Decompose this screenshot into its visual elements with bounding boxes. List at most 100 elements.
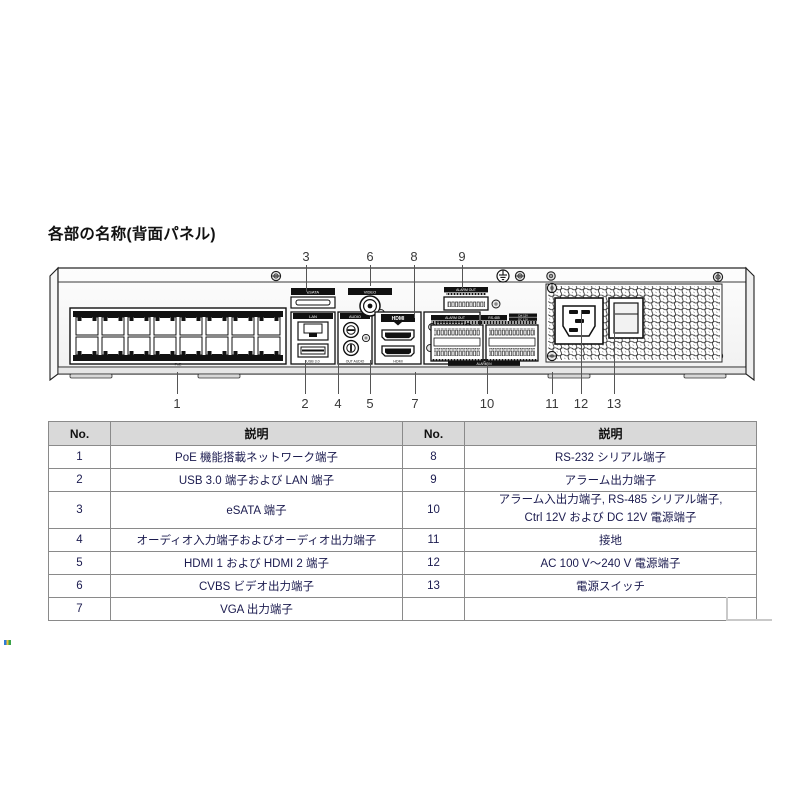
cell-desc: USB 3.0 端子および LAN 端子 — [110, 468, 403, 492]
video-label: VIDEO — [364, 290, 376, 295]
table-header-row: No. 説明 No. 説明 — [48, 421, 757, 446]
callout-9: 9 — [458, 249, 466, 264]
cell-desc: CVBS ビデオ出力端子 — [110, 573, 403, 598]
cvbs-video-port: VIDEO — [348, 288, 392, 317]
cell-no: 11 — [402, 527, 465, 552]
callout-leader-13 — [614, 310, 615, 394]
alarm-out-top-label: ALARM OUT — [456, 288, 476, 292]
callout-4: 4 — [334, 396, 342, 411]
ac-inlet — [554, 297, 604, 345]
callout-13: 13 — [606, 396, 622, 411]
table-row: 6 CVBS ビデオ出力端子 13 電源スイッチ — [48, 573, 757, 598]
rear-panel-svg: PoE eSATA LAN USB 3 — [49, 266, 755, 382]
lan-jack — [297, 321, 329, 341]
callout-leader-1 — [177, 372, 178, 394]
cell-desc: アラーム入出力端子, RS-485 シリアル端子, Ctrl 12V および D… — [464, 491, 757, 529]
table-row: 2 USB 3.0 端子および LAN 端子 9 アラーム出力端子 — [48, 468, 757, 492]
callout-leader-4 — [338, 360, 339, 394]
cell-no: 8 — [402, 445, 465, 469]
usb3-label: USB 3.0 — [306, 360, 319, 364]
cell-no: 13 — [402, 573, 465, 598]
callout-12: 12 — [573, 396, 589, 411]
cell-desc: AC 100 V～240 V 電源端子 — [464, 550, 757, 575]
ground-screws — [546, 282, 558, 362]
cell-desc: HDMI 1 および HDMI 2 端子 — [110, 550, 403, 575]
cell-desc: PoE 機能搭載ネットワーク端子 — [110, 445, 403, 469]
callout-leader-11 — [552, 372, 553, 394]
corner-rule-horizontal — [726, 619, 772, 621]
callout-1: 1 — [173, 396, 181, 411]
ctrl12v-label: Ctrl 12V — [518, 313, 528, 317]
callout-leader-8 — [414, 265, 415, 318]
table-row: 7 VGA 出力端子 — [48, 596, 757, 621]
page-title: 各部の名称(背面パネル) — [48, 226, 216, 243]
chassis-right-flange — [745, 266, 755, 382]
header-no-left: No. — [48, 421, 111, 446]
color-swatch — [4, 640, 11, 645]
header-desc-right: 説明 — [464, 421, 757, 446]
callout-2: 2 — [301, 396, 309, 411]
rs485-label: RS-485 — [488, 316, 500, 320]
audio-screw — [361, 333, 371, 343]
audio-out-jack — [342, 339, 360, 357]
cell-empty — [464, 596, 757, 621]
hdmi-block: HDMI HDMI — [374, 311, 422, 365]
cell-no: 3 — [48, 491, 111, 529]
header-no-right: No. — [402, 421, 465, 446]
cell-no: 12 — [402, 550, 465, 575]
cell-no: 9 — [402, 468, 465, 492]
alarm-out-top-block: ALARM OUT — [443, 287, 501, 311]
esata-port: eSATA — [290, 288, 336, 309]
alarm-out-label: ALARM OUT — [445, 316, 465, 320]
cell-no: 2 — [48, 468, 111, 492]
callout-7: 7 — [411, 396, 419, 411]
cell-no: 7 — [48, 596, 111, 621]
audio-in-jack — [342, 321, 360, 339]
table-row: 1 PoE 機能搭載ネットワーク端子 8 RS-232 シリアル端子 — [48, 445, 757, 469]
table-row: 5 HDMI 1 および HDMI 2 端子 12 AC 100 V～240 V… — [48, 550, 757, 575]
hdmi-label: HDMI — [392, 316, 405, 322]
usb3-port — [297, 343, 329, 358]
callout-leader-5 — [370, 360, 371, 394]
hdmi-logo-plate: HDMI — [381, 314, 415, 326]
cell-desc: 接地 — [464, 527, 757, 552]
cell-desc: VGA 出力端子 — [110, 596, 403, 621]
callout-leader-7 — [415, 372, 416, 394]
corner-rule-vertical — [726, 597, 728, 621]
callout-5: 5 — [366, 396, 374, 411]
lan-usb-block: LAN USB 3.0 — [290, 311, 336, 365]
cell-desc: eSATA 端子 — [110, 491, 403, 529]
callout-3: 3 — [302, 249, 310, 264]
cell-desc: オーディオ入力端子およびオーディオ出力端子 — [110, 527, 403, 552]
hdmi-1-port — [381, 329, 415, 341]
callout-leader-12 — [581, 310, 582, 394]
callout-leader-9 — [462, 265, 463, 288]
spec-table: No. 説明 No. 説明 1 PoE 機能搭載ネットワーク端子 8 RS-23… — [48, 421, 757, 621]
lan-label: LAN — [309, 314, 317, 319]
callout-leader-10 — [487, 362, 488, 394]
alarm-in-label: ALARM IN — [476, 362, 492, 366]
cell-desc: アラーム出力端子 — [464, 468, 757, 492]
callout-8: 8 — [410, 249, 418, 264]
chassis-feet — [69, 373, 727, 379]
audio-block: AUDIO OUT AUDIO — [337, 311, 373, 365]
alarm-io-block: ALARM OUT RS-485 Ctrl 12V DC 12V ALARM I… — [430, 313, 539, 366]
cell-desc: RS-232 シリアル端子 — [464, 445, 757, 469]
poe-port-block: PoE — [69, 307, 287, 367]
cell-desc: 電源スイッチ — [464, 573, 757, 598]
rear-panel-diagram: PoE eSATA LAN USB 3 — [48, 266, 756, 382]
hdmi-2-port — [381, 345, 415, 357]
hdmi-foot-label: HDMI — [393, 360, 402, 364]
audio-out-label: OUT AUDIO — [346, 360, 365, 364]
callout-leader-6 — [370, 265, 371, 286]
cell-no: 1 — [48, 445, 111, 469]
audio-in-label: AUDIO — [349, 315, 361, 319]
esata-label: eSATA — [307, 290, 319, 295]
callout-11: 11 — [545, 396, 559, 411]
cell-no: 5 — [48, 550, 111, 575]
power-section — [545, 282, 723, 363]
dc12v-label: DC 12V — [518, 317, 528, 321]
table-row: 4 オーディオ入力端子およびオーディオ出力端子 11 接地 — [48, 527, 757, 552]
cell-empty — [402, 596, 465, 621]
cell-no: 6 — [48, 573, 111, 598]
